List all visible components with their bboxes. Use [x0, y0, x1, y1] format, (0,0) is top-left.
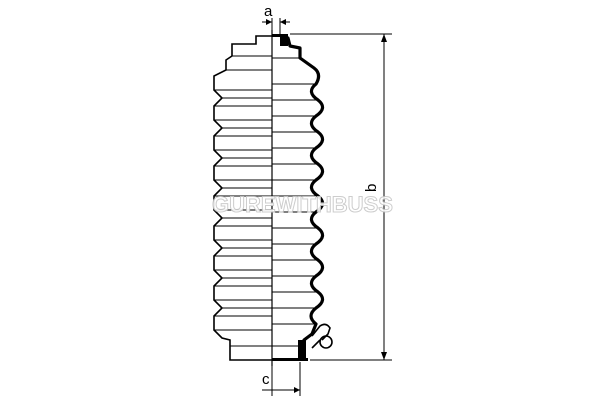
dimension-b — [290, 33, 392, 361]
dimension-b-arrow — [381, 34, 387, 42]
dimension-c-arrow — [294, 387, 300, 393]
watermark-text: GUREWITHBUSS — [212, 192, 393, 217]
dimension-a-label: a — [264, 3, 273, 20]
dimension-b-label: b — [363, 184, 380, 192]
top-collar-rim — [272, 34, 288, 37]
dimension-b-arrow — [381, 352, 387, 360]
right-fold-lines — [272, 57, 318, 347]
dimension-a-arrow — [266, 19, 272, 25]
dimension-c-label: c — [262, 371, 270, 388]
dimension-a-arrow — [280, 19, 286, 25]
left-fold-lines — [214, 55, 272, 347]
bottom-collar-section — [298, 340, 306, 360]
top-collar-section — [280, 36, 288, 46]
clamp-clip — [311, 323, 333, 349]
bottom-collar-rim — [272, 358, 308, 361]
